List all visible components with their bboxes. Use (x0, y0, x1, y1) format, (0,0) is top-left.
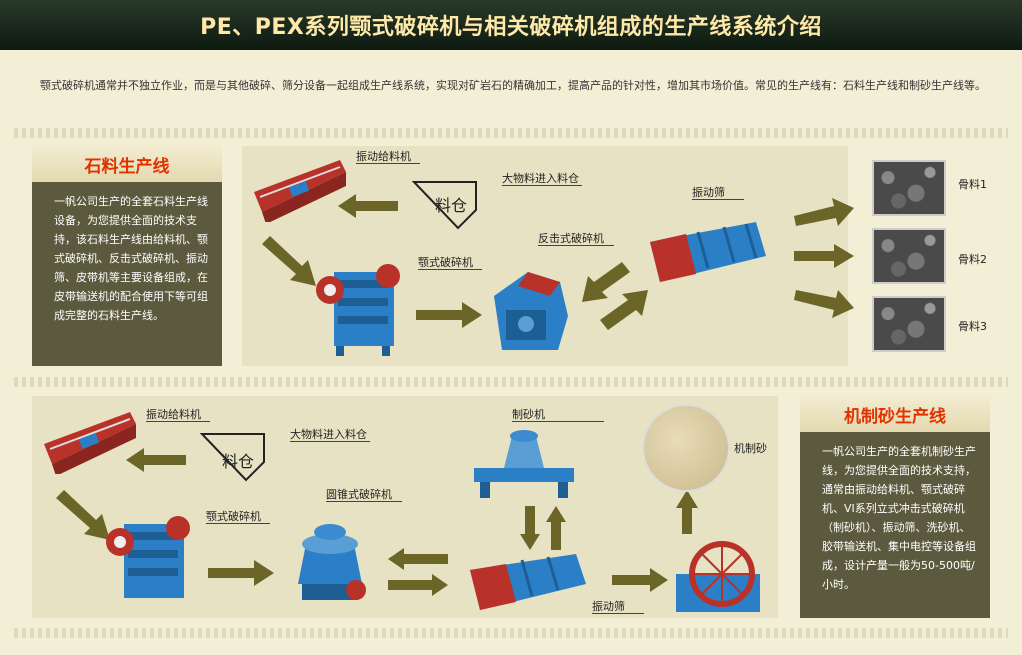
sand-line-description: 一帆公司生产的全套机制砂生产线，为您提供全面的技术支持，通常由振动给料机、颚式破… (822, 445, 976, 591)
label-screen: 振动筛 (692, 186, 725, 199)
sand-label-feeder: 振动给料机 (146, 408, 201, 421)
label-bin: 料仓 (435, 196, 468, 215)
label-bin-note: 大物料进入料仓 (502, 172, 579, 185)
sand-arrow-to-washer-icon (612, 568, 668, 592)
arrow-product-3-icon (794, 290, 854, 318)
label-jaw-underline (418, 269, 482, 270)
sand-vibrating-screen-machine (470, 554, 586, 610)
arrow-down-right-icon (262, 236, 316, 286)
label-impact-underline (538, 245, 614, 246)
sand-arrow-right-icon (208, 560, 274, 586)
jaw-crusher-machine (316, 264, 400, 356)
page-header: PE、PEX系列颚式破碎机与相关破碎机组成的生产线系统介绍 (0, 0, 1022, 50)
arrow-product-2-icon (794, 244, 854, 268)
arrow-product-1-icon (794, 198, 854, 226)
aggregate-1-image (872, 160, 946, 216)
sand-label-bin-note: 大物料进入料仓 (290, 428, 367, 441)
label-aggregate-1: 骨料1 (958, 178, 987, 191)
divider-bottom (14, 628, 1008, 638)
label-feeder: 振动给料机 (356, 150, 411, 163)
sand-line-title: 机制砂生产线 (800, 396, 990, 432)
sand-washer-machine (676, 541, 760, 612)
divider-top (14, 128, 1008, 138)
intro-text: 颚式破碎机通常并不独立作业，而是与其他破碎、筛分设备一起组成生产线系统，实现对矿… (40, 79, 986, 92)
sand-label-product: 机制砂 (734, 442, 767, 455)
label-aggregate-2: 骨料2 (958, 253, 987, 266)
sand-label-feeder-underline (146, 421, 210, 422)
stone-line-info: 石料生产线 一帆公司生产的全套石料生产线设备，为您提供全面的技术支持，该石料生产… (32, 146, 222, 366)
aggregate-2-image (872, 228, 946, 284)
sand-label-sand-maker-underline (512, 421, 604, 422)
sand-maker-machine (474, 430, 574, 498)
sand-line-info: 机制砂生产线 一帆公司生产的全套机制砂生产线，为您提供全面的技术支持，通常由振动… (800, 396, 990, 618)
sand-label-cone-underline (326, 501, 402, 502)
sand-arrow-left-icon (126, 448, 186, 472)
sand-label-bin-note-underline (290, 441, 370, 442)
sand-arrow-forward-right-icon (388, 574, 448, 596)
arrow-up-left-icon (582, 262, 630, 302)
sand-jaw-crusher-machine (106, 516, 190, 598)
vibrating-feeder-machine (254, 160, 346, 222)
label-impact: 反击式破碎机 (538, 232, 604, 245)
sand-arrow-up-icon (546, 506, 566, 550)
stone-line-description: 一帆公司生产的全套石料生产线设备，为您提供全面的技术支持，该石料生产线由给料机、… (54, 195, 208, 322)
label-aggregate-3: 骨料3 (958, 320, 987, 333)
bin-icon (412, 181, 477, 230)
label-jaw: 颚式破碎机 (418, 256, 473, 269)
stone-line-title: 石料生产线 (32, 146, 222, 182)
sand-arrow-down-right-icon (56, 490, 110, 540)
sand-label-jaw-underline (206, 523, 270, 524)
label-feeder-underline (356, 163, 420, 164)
sand-label-screen: 振动筛 (592, 600, 625, 613)
arrow-left-icon (338, 194, 398, 218)
divider-middle (14, 377, 1008, 387)
arrow-right-icon (416, 302, 482, 328)
sand-arrow-down-icon (520, 506, 540, 550)
sand-label-jaw: 颚式破碎机 (206, 510, 261, 523)
label-bin-note-underline (502, 185, 582, 186)
cone-crusher-machine (298, 524, 366, 600)
sand-bin-icon (200, 433, 265, 482)
sand-arrow-to-product-icon (676, 490, 698, 534)
machine-sand-image (644, 406, 728, 490)
sand-label-cone: 圆锥式破碎机 (326, 488, 392, 501)
vibrating-screen-machine (650, 222, 766, 282)
sand-label-bin: 料仓 (222, 452, 255, 471)
page-title: PE、PEX系列颚式破碎机与相关破碎机组成的生产线系统介绍 (200, 15, 822, 40)
impact-crusher-machine (494, 272, 568, 350)
sand-arrow-back-left-icon (388, 548, 448, 570)
aggregate-3-image (872, 296, 946, 352)
sand-label-sand-maker: 制砂机 (512, 408, 545, 421)
sand-vibrating-feeder-machine (44, 412, 136, 474)
arrow-up-right-icon (600, 290, 648, 330)
label-screen-underline (692, 199, 744, 200)
sand-label-screen-underline (592, 613, 644, 614)
